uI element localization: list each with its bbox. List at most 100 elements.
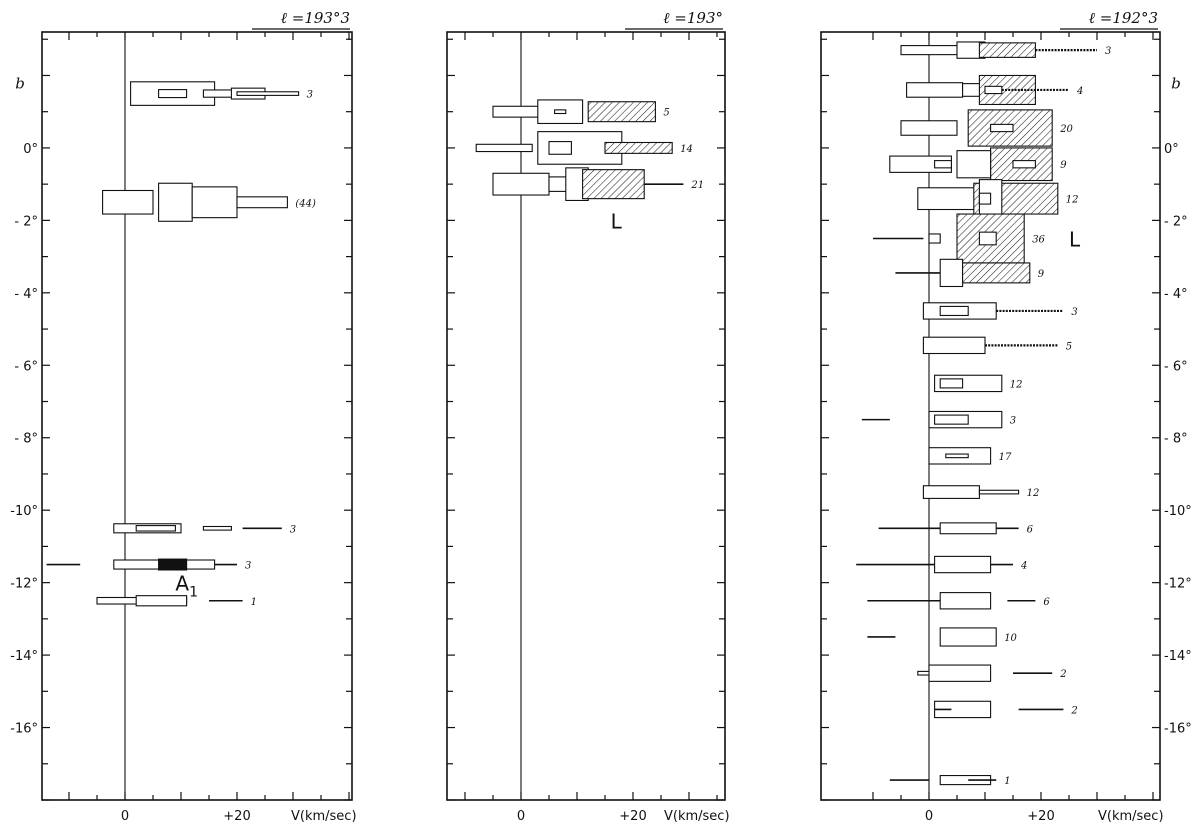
- component-box: [191, 186, 238, 219]
- y-tick-label: - 6°: [1164, 359, 1188, 374]
- velocity-row: 3: [900, 41, 1111, 59]
- row-count-label: 2: [1059, 669, 1066, 680]
- velocity-row: 36: [873, 213, 1046, 264]
- plot-frame: [446, 31, 726, 801]
- velocity-row: 21: [492, 167, 704, 202]
- component-box: [900, 45, 964, 56]
- y-tick-label: - 4°: [1164, 287, 1188, 302]
- velocity-row: 12: [917, 179, 1079, 219]
- component-box: [939, 305, 969, 317]
- velocity-row: 20: [900, 109, 1074, 147]
- velocity-row: 5: [492, 99, 670, 125]
- panel-title: ℓ =192°3: [1089, 9, 1158, 27]
- hatched-component-box: [962, 262, 1031, 284]
- y-tick-label: - 8°: [1164, 432, 1188, 447]
- velocity-row: 6: [878, 522, 1034, 535]
- component-box: [945, 453, 969, 459]
- y-tick-label: -14°: [10, 649, 38, 664]
- plot-frame: [820, 31, 1161, 801]
- x-tick-label: +20: [619, 809, 646, 824]
- y-tick-label: -14°: [1164, 649, 1192, 664]
- component-box: [158, 182, 193, 222]
- row-count-label: 3: [245, 561, 251, 572]
- component-box: [102, 189, 154, 215]
- velocity-row: 2: [917, 664, 1067, 682]
- component-box: [928, 233, 941, 244]
- row-count-label: (44): [295, 198, 316, 209]
- component-box: [939, 627, 997, 647]
- component-box: [900, 120, 958, 136]
- component-box: [135, 525, 176, 532]
- row-count-label: 2: [1070, 705, 1077, 716]
- x-axis-label: V(km/sec): [664, 809, 730, 824]
- component-box: [956, 150, 992, 179]
- x-axis-label: V(km/sec): [291, 809, 357, 824]
- y-tick-label: -12°: [10, 577, 38, 592]
- velocity-row: 12: [922, 485, 1040, 499]
- velocity-row: 4: [906, 74, 1083, 106]
- velocity-row: (44): [102, 182, 316, 222]
- hatched-component-box: [978, 42, 1036, 58]
- row-count-label: 36: [1032, 234, 1045, 245]
- component-box: [492, 172, 550, 196]
- component-box: [934, 414, 969, 425]
- annotation-label: L: [611, 209, 623, 233]
- x-tick-label: 0: [121, 809, 129, 824]
- row-count-label: 1: [1004, 776, 1010, 787]
- component-box: [917, 187, 980, 211]
- component-box: [978, 192, 992, 205]
- hatched-component-box: [604, 141, 673, 154]
- row-count-label: 3: [1010, 416, 1016, 427]
- y-tick-label: -16°: [10, 722, 38, 737]
- row-count-label: 5: [1066, 341, 1072, 352]
- panel-title: ℓ =193°3: [281, 9, 350, 27]
- row-count-label: 12: [1027, 488, 1040, 499]
- y-tick-label: 0°: [23, 142, 38, 157]
- x-tick-label: +20: [1027, 809, 1054, 824]
- velocity-row: 2: [934, 700, 1078, 719]
- y-tick-label: - 2°: [14, 214, 38, 229]
- velocity-row: 6: [867, 592, 1050, 610]
- y-tick-label: - 8°: [14, 432, 38, 447]
- component-box: [906, 82, 964, 98]
- component-box: [475, 143, 533, 153]
- component-box: [939, 258, 964, 288]
- row-count-label: 17: [999, 452, 1012, 463]
- row-count-label: 3: [290, 524, 296, 535]
- y-tick-label: -10°: [10, 504, 38, 519]
- annotation-label: L: [1069, 227, 1081, 251]
- row-count-label: 4: [1076, 86, 1083, 97]
- x-tick-label: +20: [223, 809, 250, 824]
- y-tick-label: - 2°: [1164, 214, 1188, 229]
- row-count-label: 20: [1059, 124, 1073, 135]
- velocity-row: 14: [475, 131, 693, 165]
- row-count-label: 3: [1071, 307, 1077, 318]
- row-count-label: 6: [1027, 524, 1034, 535]
- velocity-row: 3: [861, 410, 1016, 429]
- row-count-label: 3: [1105, 46, 1111, 57]
- component-box: [135, 595, 188, 607]
- y-tick-label: -16°: [1164, 722, 1192, 737]
- component-box: [928, 664, 992, 682]
- row-count-label: 3: [307, 90, 313, 101]
- hatched-component-box: [582, 169, 645, 200]
- velocity-row: 10: [867, 627, 1018, 647]
- velocity-row: 3: [46, 558, 251, 572]
- y-axis-label: b: [1171, 75, 1181, 93]
- y-tick-label: 0°: [1164, 142, 1179, 157]
- y-axis-label: b: [15, 75, 25, 93]
- row-count-label: 4: [1020, 561, 1027, 572]
- velocity-row: 1: [889, 774, 1011, 787]
- y-tick-label: - 6°: [14, 359, 38, 374]
- component-box: [984, 85, 1003, 95]
- velocity-row: 3: [922, 302, 1078, 320]
- y-tick-label: -12°: [1164, 577, 1192, 592]
- velocity-row: 5: [922, 336, 1072, 355]
- component-box: [1012, 160, 1036, 169]
- annotation-subscript: 1: [189, 585, 198, 601]
- component-box: [922, 485, 980, 499]
- component-box: [158, 558, 188, 571]
